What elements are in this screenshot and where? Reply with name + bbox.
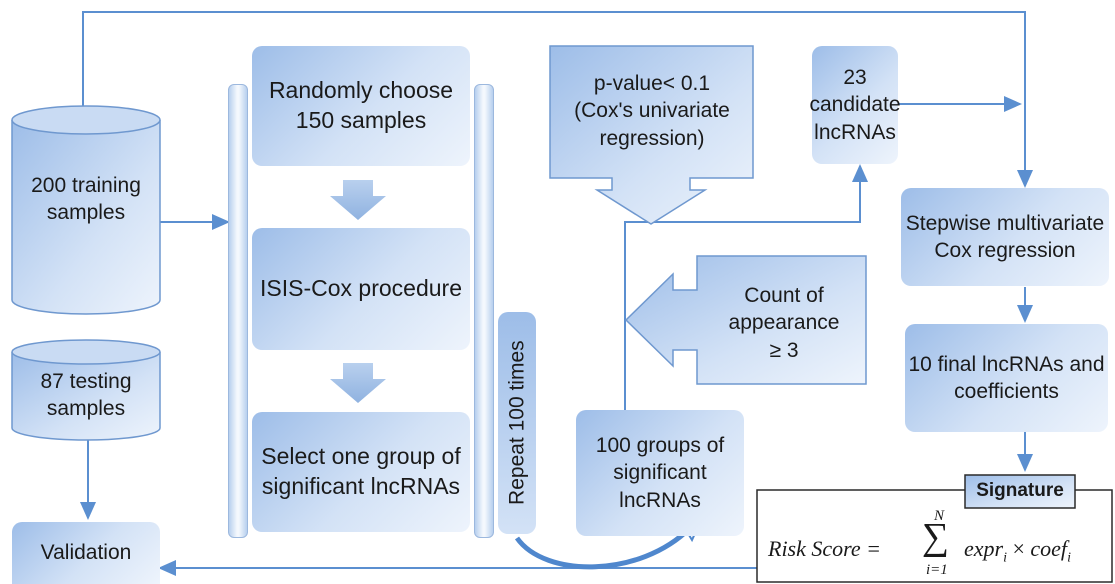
groups-box: 100 groups of significant lncRNAs bbox=[576, 410, 744, 536]
count-filter-text: Count of appearance bbox=[728, 284, 840, 335]
final-box: 10 final lncRNAs and coefficients bbox=[905, 324, 1108, 432]
count-filter-label: Count of appearance ≥ 3 bbox=[706, 282, 862, 364]
candidates-label: 23 candidate lncRNAs bbox=[809, 66, 901, 144]
sum-lower-limit: i=1 bbox=[926, 562, 948, 578]
select-group-label: Select one group of significant lncRNAs bbox=[261, 443, 461, 499]
validation-box: Validation bbox=[12, 522, 160, 584]
groups-to-candidates-connector bbox=[624, 164, 868, 410]
isis-cox-label: ISIS-Cox procedure bbox=[260, 275, 462, 302]
expr-index: i bbox=[1003, 550, 1007, 566]
groups-label: 100 groups of significant lncRNAs bbox=[595, 434, 725, 512]
signature-title: Signature bbox=[976, 480, 1064, 501]
testing-samples-label: 87 testing samples bbox=[40, 370, 132, 421]
candidates-box: 23 candidate lncRNAs bbox=[809, 46, 901, 164]
count-threshold-text: ≥ 3 bbox=[769, 338, 799, 362]
pvalue-filter-label: p-value< 0.1 (Cox's univariate regressio… bbox=[574, 72, 730, 150]
coef-text: coef bbox=[1030, 536, 1068, 561]
count-callout-shape bbox=[624, 255, 867, 385]
pvalue-callout-shape bbox=[549, 45, 754, 225]
randomly-choose-box: Randomly choose 150 samples bbox=[252, 46, 470, 166]
training-samples-label: 200 training samples bbox=[31, 174, 141, 225]
loop-down-arrow-2 bbox=[330, 363, 386, 403]
loop-bracket-left bbox=[228, 84, 248, 538]
randomly-choose-label: Randomly choose 150 samples bbox=[268, 77, 454, 133]
signature-title-box bbox=[964, 474, 1076, 509]
repeat-label: Repeat 100 times bbox=[505, 340, 529, 506]
testing-cylinder bbox=[11, 339, 161, 441]
select-group-box: Select one group of significant lncRNAs bbox=[252, 412, 470, 532]
sum-symbol: ∑ bbox=[922, 516, 950, 558]
repeat-box: Repeat 100 times bbox=[498, 312, 536, 534]
sum-term: expri × coefi bbox=[964, 536, 1071, 566]
final-label: 10 final lncRNAs and coefficients bbox=[908, 352, 1105, 403]
stepwise-label: Stepwise multivariate Cox regression bbox=[905, 211, 1105, 262]
top-connector bbox=[82, 11, 1033, 188]
coef-index: i bbox=[1067, 550, 1071, 566]
validation-label: Validation bbox=[40, 541, 132, 565]
expr-text: expr bbox=[964, 536, 1004, 561]
risk-score-formula: Risk Score = N ∑ i=1 expri × coefi bbox=[764, 508, 1109, 580]
times-symbol: × bbox=[1012, 536, 1025, 561]
isis-cox-box: ISIS-Cox procedure bbox=[252, 228, 470, 350]
loop-down-arrow-1 bbox=[330, 180, 386, 220]
risk-score-lhs: Risk Score = bbox=[768, 536, 881, 561]
repeat-curve-arrow bbox=[514, 526, 692, 570]
training-cylinder bbox=[11, 105, 161, 315]
loop-bracket-right bbox=[474, 84, 494, 538]
sum-upper-limit: N bbox=[934, 508, 945, 524]
stepwise-box: Stepwise multivariate Cox regression bbox=[901, 188, 1109, 286]
